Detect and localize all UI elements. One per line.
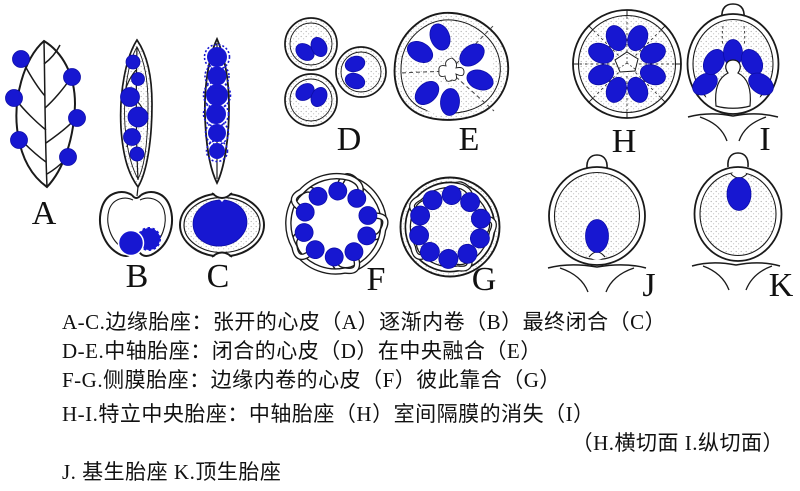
- caption-line-marginal: A-C.边缘胎座：张开的心皮（A）逐渐内卷（B）最终闭合（C）: [62, 310, 667, 334]
- caption-line-basal-apical: J. 基生胎座 K.顶生胎座: [62, 460, 282, 484]
- diagram-e-fused-carpels: [393, 12, 510, 121]
- label-g: G: [472, 261, 497, 298]
- diagram-f-ring-carpels: [269, 164, 396, 291]
- ovules-g: [460, 192, 491, 229]
- ovules-a: [5, 50, 86, 166]
- label-d: D: [337, 121, 362, 158]
- ovules-h: [588, 25, 666, 103]
- ovules-f: [347, 188, 378, 225]
- diagram-canvas: A B C D E F G H I J K: [5, 3, 794, 302]
- label-b: B: [126, 258, 149, 295]
- diagram-a-open-carpel: [5, 39, 86, 189]
- cross-section-c: [179, 191, 265, 259]
- ovules-c-pod: [202, 43, 232, 163]
- label-a: A: [32, 195, 57, 232]
- label-c: C: [207, 258, 230, 295]
- ovules-i: [692, 39, 774, 96]
- ovule-k: [726, 177, 752, 211]
- diagram-k-apical: [691, 152, 783, 291]
- ovule-j: [585, 219, 609, 253]
- ovules-b-carpel: [120, 54, 149, 162]
- diagram-h-free-central-cross: [572, 9, 682, 119]
- label-h: H: [612, 123, 637, 160]
- diagram-g-fused-ring: [391, 174, 504, 286]
- diagram-j-basal: [547, 154, 647, 293]
- diagram-b-inrolled-carpel: [119, 38, 153, 197]
- label-i: I: [759, 121, 770, 158]
- caption-line-section-note: （H.横切面 I.纵切面）: [571, 431, 784, 455]
- ovule-c-cross: [192, 199, 248, 247]
- ovules-e: [406, 23, 494, 116]
- ovules-b-cross: [117, 227, 161, 257]
- caption-line-parietal: F-G.侧膜胎座：边缘内卷的心皮（F）彼此靠合（G）: [62, 368, 561, 392]
- caption-line-axile: D-E.中轴胎座：闭合的心皮（D）在中央融合（E）: [62, 339, 542, 363]
- label-j: J: [642, 267, 655, 302]
- caption-line-free-central: H-I.特立中央胎座：中轴胎座（H）室间隔膜的消失（I）: [62, 402, 595, 426]
- diagram-i-free-central-longitudinal: [686, 3, 780, 142]
- label-k: K: [769, 267, 794, 302]
- diagram-d-closed-carpels: [284, 17, 387, 127]
- label-f: F: [367, 261, 386, 298]
- cross-section-b: [99, 191, 173, 257]
- label-e: E: [459, 121, 480, 158]
- diagram-c-closed-carpel: [202, 36, 232, 186]
